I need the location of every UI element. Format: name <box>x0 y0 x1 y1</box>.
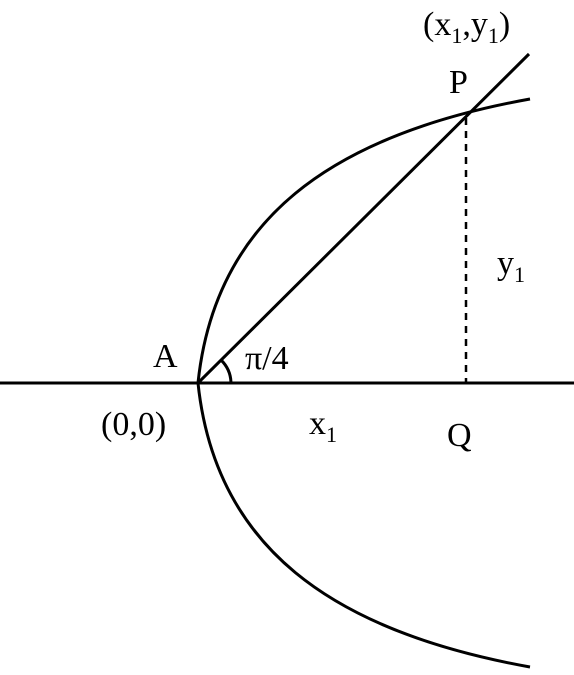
point-p-coords: (x1,y1) <box>423 6 510 48</box>
segment-pq-label: y1 <box>497 245 525 287</box>
point-p-label: P <box>449 64 468 101</box>
angle-arc <box>219 358 233 384</box>
point-a-label: A <box>153 338 178 375</box>
point-a-coords: (0,0) <box>101 406 166 443</box>
segment-aq-label: x1 <box>309 405 337 447</box>
point-q-label: Q <box>447 417 472 454</box>
line-ap <box>196 52 531 385</box>
angle-label: π/4 <box>245 340 289 377</box>
